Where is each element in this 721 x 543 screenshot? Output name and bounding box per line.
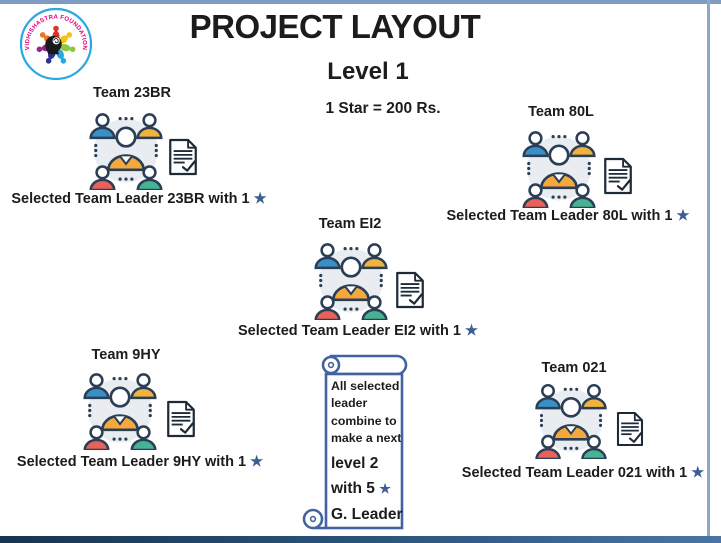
scroll-note: All selected leader combine to make a ne…	[300, 352, 418, 536]
scroll-leader-line: G. Leader	[331, 506, 403, 523]
level-heading: Level 1	[327, 58, 409, 85]
team-label-9hy: Team 9HY	[91, 347, 161, 363]
document-checklist-icon	[166, 137, 200, 177]
team-members-icon	[517, 124, 601, 208]
document-checklist-icon	[393, 270, 427, 310]
caption-text: Selected Team Leader 9HY with 1	[16, 454, 247, 470]
team-caption-9hy: Selected Team Leader 9HY with 1 ★	[12, 454, 268, 470]
team-label-ei2: Team EI2	[318, 216, 382, 232]
scroll-intro: All selected leader combine to make a ne…	[331, 379, 402, 446]
document-checklist-icon	[164, 399, 198, 439]
document-checklist-icon	[601, 156, 635, 196]
right-border-line	[707, 0, 710, 537]
team-caption-021: Selected Team Leader 021 with 1 ★	[460, 465, 706, 481]
team-members-icon	[78, 366, 162, 450]
scroll-level-line: level 2	[331, 454, 379, 472]
top-border-line	[0, 0, 721, 4]
logo-head-icon	[45, 35, 62, 55]
team-caption-80l: Selected Team Leader 80L with 1 ★	[444, 208, 692, 224]
scroll-shape	[302, 354, 408, 530]
team-caption-ei2: Selected Team Leader EI2 with 1 ★	[238, 323, 478, 339]
scroll-note-text: All selected leader combine to make a ne…	[331, 378, 405, 525]
star-icon: ★	[676, 208, 690, 224]
document-checklist-icon	[614, 410, 646, 448]
team-members-icon	[309, 236, 393, 320]
star-icon: ★	[379, 481, 391, 497]
star-value-note: 1 Star = 200 Rs.	[325, 100, 441, 117]
team-members-icon	[84, 106, 168, 190]
bottom-navy-bar	[0, 536, 721, 543]
caption-text: Selected Team Leader 021 with 1	[461, 465, 688, 481]
team-caption-23br: Selected Team Leader 23BR with 1 ★	[8, 191, 270, 207]
star-icon: ★	[253, 191, 267, 207]
caption-text: Selected Team Leader EI2 with 1	[238, 323, 461, 339]
team-label-23br: Team 23BR	[93, 85, 171, 101]
scroll-with-line: with 5 ★	[331, 480, 391, 498]
caption-text: Selected Team Leader 23BR with 1	[11, 191, 250, 207]
star-icon: ★	[691, 465, 705, 481]
team-members-icon	[530, 377, 612, 459]
star-icon: ★	[250, 454, 264, 470]
star-icon: ★	[465, 323, 478, 339]
foundation-logo: VIDHISHASTRA FOUNDATION	[19, 7, 93, 81]
caption-text: Selected Team Leader 80L with 1	[446, 208, 673, 224]
team-label-80l: Team 80L	[528, 104, 594, 120]
page-title: PROJECT LAYOUT	[189, 8, 481, 45]
team-label-021: Team 021	[541, 360, 607, 376]
